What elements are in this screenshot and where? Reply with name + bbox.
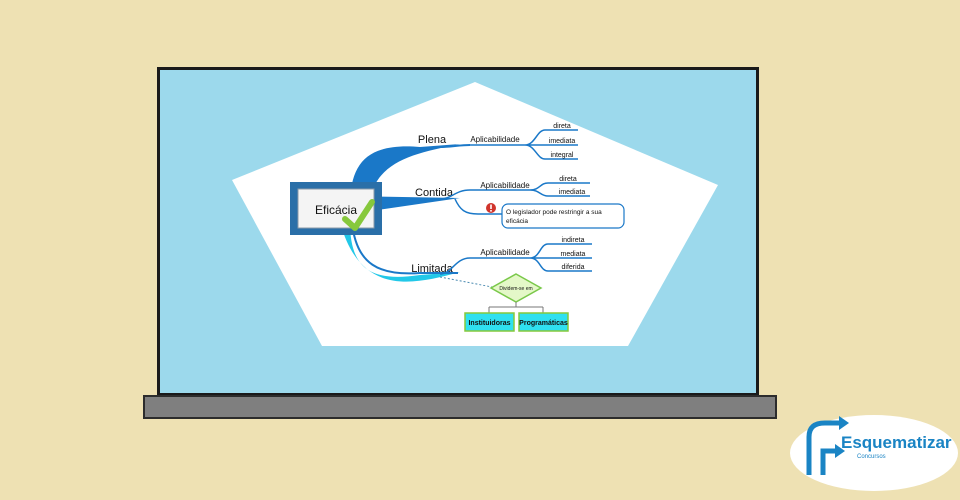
logo-ellipse [790,415,958,491]
branch-label-limitada: Limitada [411,263,453,275]
category-instituidoras [464,312,515,332]
leaf-plena-3: integral [551,152,574,159]
warning-icon [486,203,496,213]
logo-subtitle: Concursos [857,454,886,460]
leaf-connectors-plena [470,129,578,160]
sub-label-contida: Aplicabilidade [480,181,530,190]
leaf-limitada-2: mediata [561,251,586,258]
connector-plena [439,144,471,148]
check-icon [342,199,375,231]
logo-name: Esquematizar [841,433,952,452]
sub-label-limitada: Aplicabilidade [480,248,530,257]
leaf-plena-1: direta [553,123,571,130]
note-line-1: O legislador pode restringir a sua [506,209,602,216]
leaf-limitada-3: diferida [562,264,585,271]
leaf-contida-1: direta [559,176,577,183]
sub-label-plena: Aplicabilidade [470,135,520,144]
note-line-2: eficácia [506,218,528,225]
board-shelf [143,395,777,419]
category-connectors [488,302,544,313]
category-programaticas-label: Programáticas [519,320,568,327]
leaf-contida-2: imediata [559,189,586,196]
branch-label-plena: Plena [418,134,447,146]
branch-plena [350,144,460,206]
decision-label: Dividem-se em [499,286,532,292]
leaf-connectors-limitada [439,243,592,275]
note-box [501,203,625,229]
branch-label-contida: Contida [415,187,454,199]
category-instituidoras-label: Instituidoras [468,320,510,327]
logo-arrow-icon [806,416,849,475]
esquematizar-logo: Esquematizar Concursos [790,415,958,491]
central-label: Eficácia [315,203,357,217]
decision-connector [439,276,493,288]
leaf-limitada-1: indireta [562,237,585,244]
leaf-plena-2: imediata [549,138,576,145]
leaf-connectors-contida [439,182,590,200]
branch-limitada-edge [351,221,458,275]
category-programaticas [518,312,569,332]
note-connector [454,198,502,215]
